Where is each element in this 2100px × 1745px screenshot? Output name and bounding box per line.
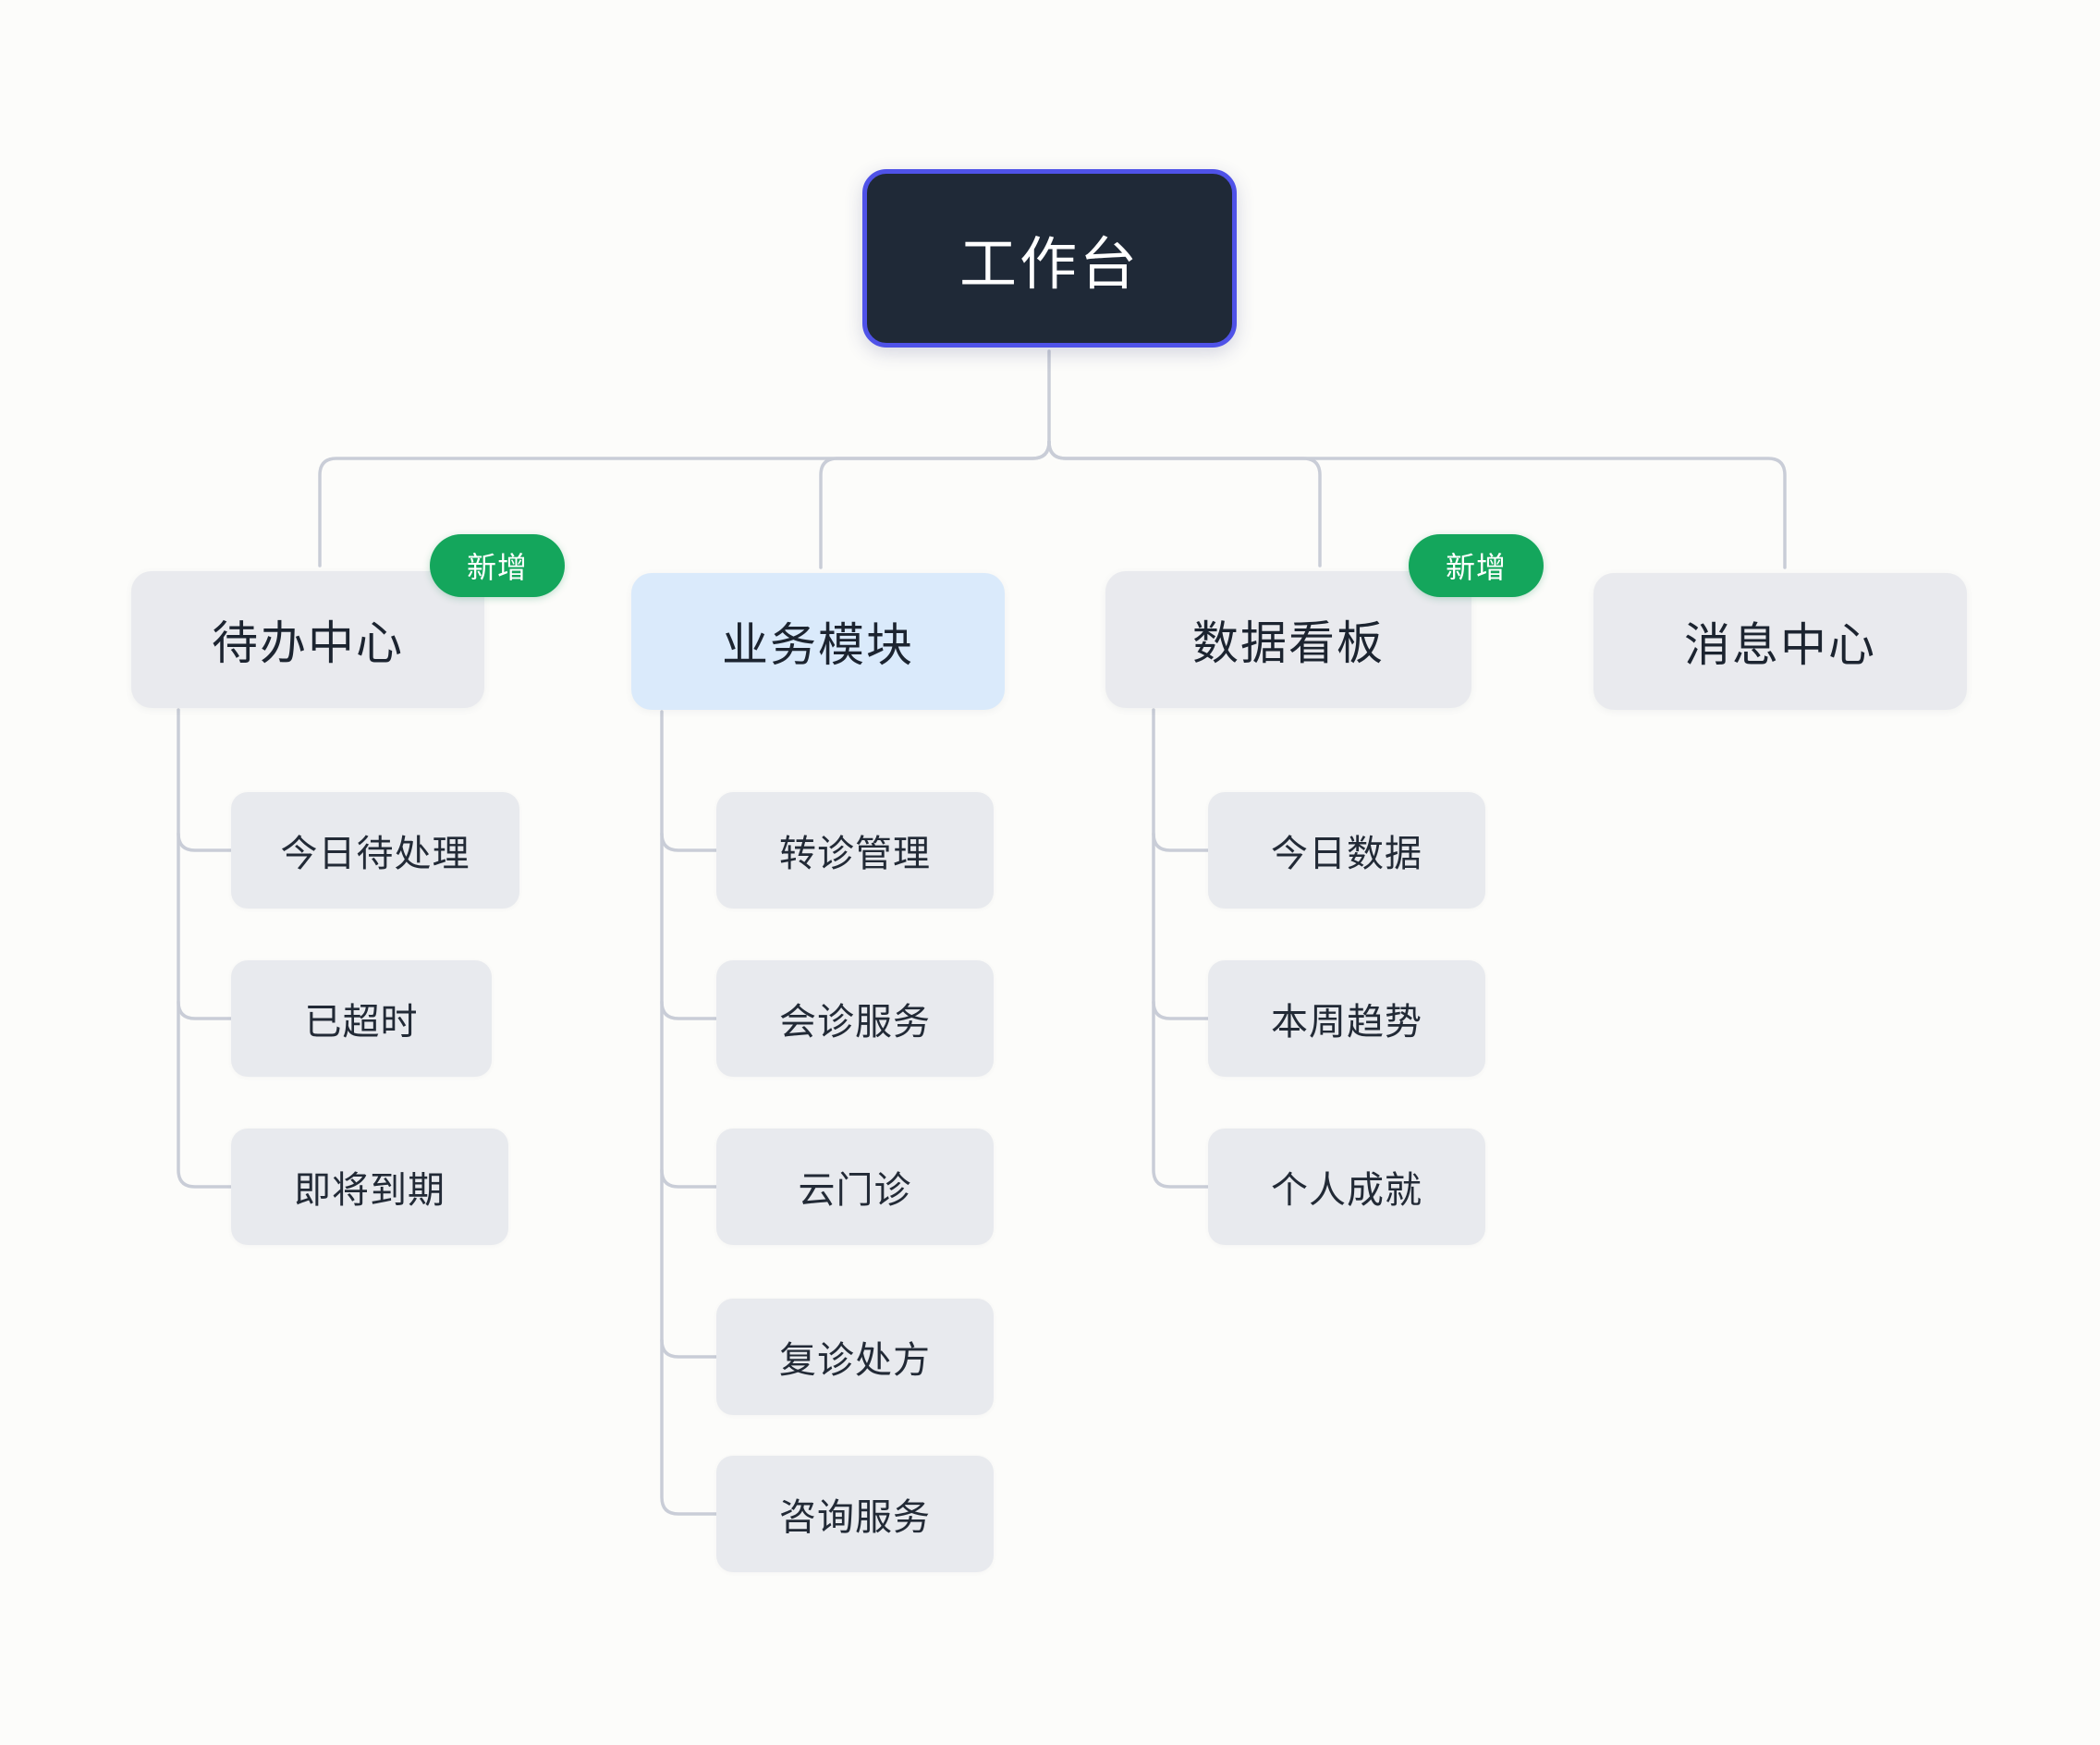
leaf-node-yi-chaoshi[interactable]: 已超时	[231, 960, 492, 1077]
leaf-node-label: 转诊管理	[779, 834, 931, 874]
root-node[interactable]: 工作台	[862, 169, 1237, 348]
leaf-node-label: 咨询服务	[779, 1497, 931, 1538]
branch-node-yewu-mokuai[interactable]: 业务模块	[631, 573, 1005, 710]
root-node-label: 工作台	[958, 232, 1140, 297]
leaf-node-fuzhen-chufang[interactable]: 复诊处方	[716, 1299, 994, 1415]
connector-branch-1-child-0	[660, 832, 718, 852]
leaf-node-zhuanzhen-guanli[interactable]: 转诊管理	[716, 792, 994, 909]
connector-branch-1-child-3	[660, 1338, 718, 1359]
leaf-node-label: 已超时	[304, 1002, 419, 1043]
connector-root-to-branch-2	[1047, 440, 1322, 567]
connector-branch-2-spine	[1152, 708, 1210, 1189]
leaf-node-label: 个人成就	[1271, 1170, 1422, 1211]
leaf-node-label: 今日待处理	[280, 834, 470, 874]
leaf-node-label: 云门诊	[798, 1170, 912, 1211]
connector-branch-1-spine	[660, 710, 718, 1516]
connector-branch-0-spine	[177, 708, 233, 1189]
leaf-node-jinri-shuju[interactable]: 今日数据	[1208, 792, 1485, 909]
connector-root-to-branch-0	[318, 440, 1051, 567]
leaf-node-geren-chengjiu[interactable]: 个人成就	[1208, 1129, 1485, 1245]
connector-branch-0-child-1	[177, 1000, 233, 1020]
leaf-node-benzhou-qushi[interactable]: 本周趋势	[1208, 960, 1485, 1077]
branch-node-shuju-kanban[interactable]: 数据看板	[1105, 571, 1471, 708]
branch-node-xiaoxi-zhongxin[interactable]: 消息中心	[1593, 573, 1967, 710]
leaf-node-jinri-daichuli[interactable]: 今日待处理	[231, 792, 519, 909]
new-badge-label: 新增	[466, 551, 528, 584]
leaf-node-jijiang-daoqi[interactable]: 即将到期	[231, 1129, 508, 1245]
connector-root-to-branch-1	[819, 440, 1051, 569]
connector-branch-1-child-1	[660, 1000, 718, 1020]
leaf-node-zixun-fuwu[interactable]: 咨询服务	[716, 1456, 994, 1572]
branch-node-label: 业务模块	[722, 619, 914, 671]
connector-branch-2-child-0	[1152, 832, 1210, 852]
branch-node-label: 待办中心	[212, 617, 404, 669]
connector-branch-1-child-2	[660, 1168, 718, 1189]
branch-node-label: 消息中心	[1684, 619, 1876, 671]
leaf-node-label: 本周趋势	[1271, 1002, 1422, 1043]
leaf-node-label: 复诊处方	[779, 1340, 931, 1381]
new-badge-shuju-kanban: 新增	[1409, 534, 1544, 597]
leaf-node-label: 即将到期	[294, 1170, 446, 1211]
connector-branch-2-child-1	[1152, 1000, 1210, 1020]
new-badge-label: 新增	[1445, 551, 1507, 584]
new-badge-daiban-zhongxin: 新增	[430, 534, 565, 597]
branch-node-label: 数据看板	[1192, 617, 1385, 669]
branch-node-daiban-zhongxin[interactable]: 待办中心	[131, 571, 484, 708]
connector-branch-0-child-0	[177, 832, 233, 852]
leaf-node-huizhen-fuwu[interactable]: 会诊服务	[716, 960, 994, 1077]
leaf-node-label: 会诊服务	[779, 1002, 931, 1043]
leaf-node-yun-menzhen[interactable]: 云门诊	[716, 1129, 994, 1245]
leaf-node-label: 今日数据	[1271, 834, 1422, 874]
